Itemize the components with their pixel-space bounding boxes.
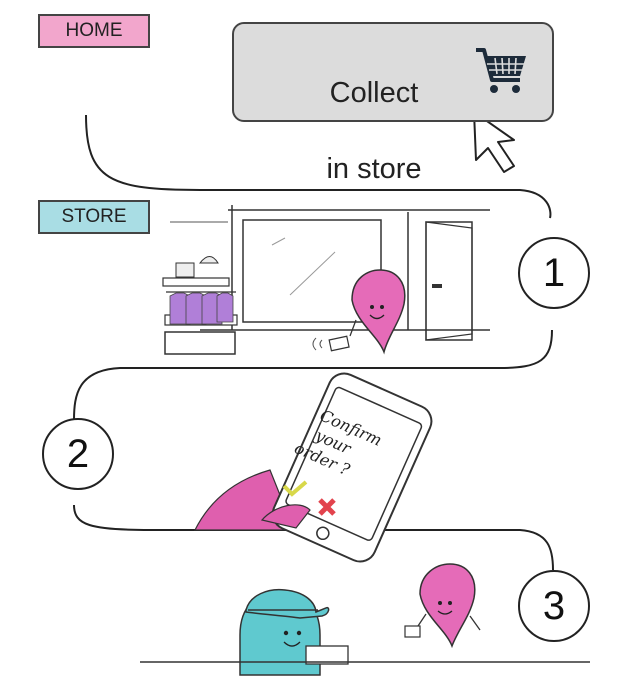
home-label: HOME: [38, 14, 150, 48]
collect-in-store-button[interactable]: Collect in store: [232, 22, 554, 185]
step-3-circle: 3: [518, 570, 590, 642]
store-front: [162, 205, 490, 355]
pin-character-counter: [404, 563, 481, 649]
cart-icon: [476, 48, 526, 93]
shirts: [169, 292, 234, 325]
collect-button-line-1: Collect: [329, 77, 419, 109]
pin-character-store: [312, 269, 406, 355]
flow-path-1: [85, 114, 552, 219]
flow-path-3: [73, 504, 554, 571]
collect-button-label: Collect in store: [294, 36, 454, 226]
cursor-icon: [473, 111, 515, 173]
clerk-character: [140, 588, 590, 676]
step-2-circle: 2: [42, 418, 114, 490]
flow-path-2: [73, 329, 553, 421]
store-label: STORE: [38, 200, 150, 234]
hand-with-phone: [194, 372, 433, 563]
step-1-circle: 1: [518, 237, 590, 309]
collect-button-line-2: in store: [326, 153, 422, 185]
